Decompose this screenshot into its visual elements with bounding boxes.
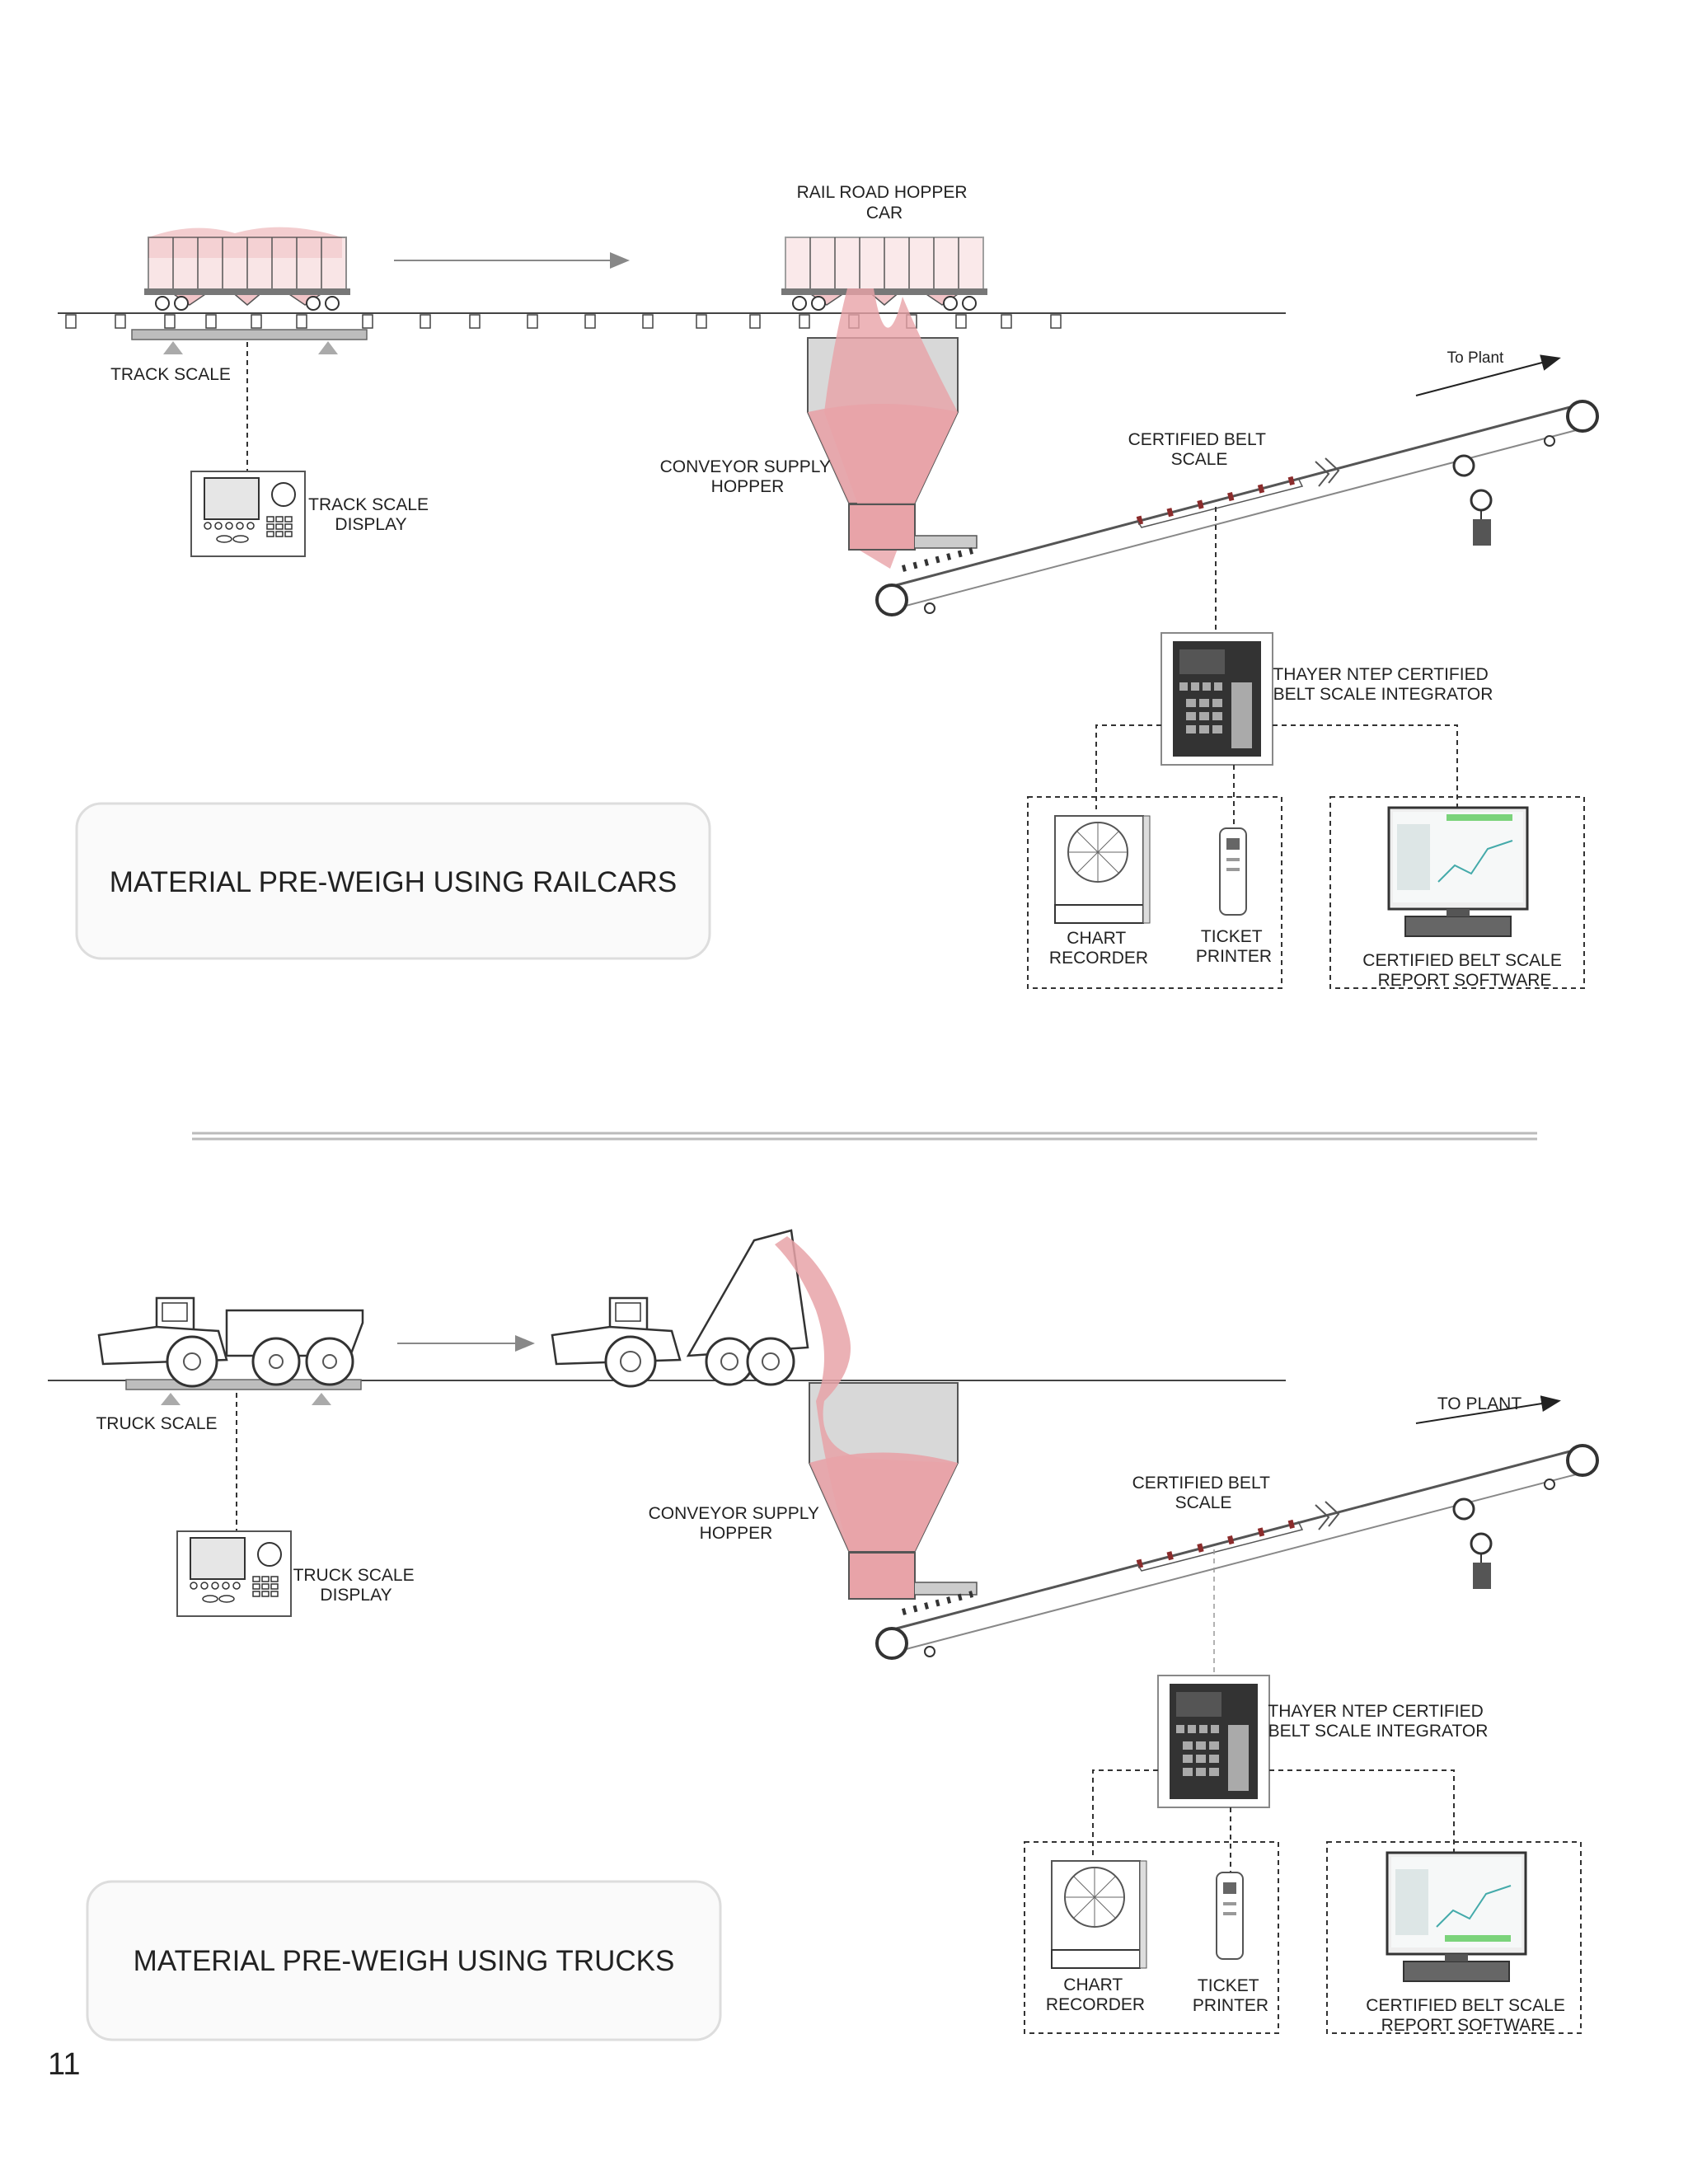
truck-scale-platform: [125, 1379, 362, 1531]
truck-chart-recorder-label: CHART RECORDER: [1046, 1975, 1145, 2014]
integrator-label: THAYER NTEP CERTIFIED BELT SCALE INTEGRA…: [1273, 665, 1493, 704]
rail-tie: [642, 314, 654, 329]
recorder-printer-group: [1027, 796, 1282, 989]
rail-tie: [205, 314, 217, 329]
chart-recorder: [1054, 815, 1151, 924]
railcars-title-box: [75, 802, 711, 960]
railcar-section: RAIL ROAD HOPPER CAR CONVEYOR SUPPLY HOP…: [58, 183, 1599, 990]
truck-section: TRUCK SCALE: [48, 1229, 1599, 2041]
chart-recorder-label: CHART RECORDER: [1049, 929, 1148, 968]
rail-tie: [799, 314, 810, 329]
haul-truck-loaded: [97, 1296, 364, 1388]
truck-chart-recorder: [1051, 1860, 1147, 1969]
conveyor-belt: [875, 354, 1599, 616]
track-scale-label: TRACK SCALE: [110, 365, 231, 384]
report-software-monitor: [1387, 806, 1529, 937]
software-group: [1329, 796, 1585, 989]
trucks-title-box: [86, 1880, 722, 2041]
rail-tie: [1050, 314, 1062, 329]
rail-tie: [115, 314, 126, 329]
software-label: CERTIFIED BELT SCALE REPORT SOFTWARE: [1362, 951, 1566, 990]
truck-scale-label: TRUCK SCALE: [96, 1414, 217, 1433]
trucks-title: MATERIAL PRE-WEIGH USING TRUCKS: [134, 1945, 675, 1977]
truck-recorder-printer-group: [1024, 1841, 1279, 2034]
rail-tie: [584, 314, 596, 329]
track-scale-platform: [131, 329, 368, 471]
truck-to-plant-label: TO PLANT: [1437, 1394, 1522, 1413]
conveyor-supply-hopper: [807, 288, 978, 569]
railcar-loaded: [144, 227, 350, 311]
rail-tie: [251, 314, 262, 329]
page-number: 11: [48, 2047, 80, 2082]
truck-conveyor-hopper-label: CONVEYOR SUPPLY HOPPER: [649, 1504, 824, 1543]
railcar-unloading: [781, 237, 987, 311]
truck-conveyor-belt: [875, 1395, 1599, 1660]
truck-report-software-monitor: [1386, 1851, 1527, 1982]
belt-scale-integrator: [1160, 632, 1273, 766]
rail-tie: [527, 314, 538, 329]
hopper-car-label: RAIL ROAD HOPPER CAR: [797, 183, 973, 223]
belt-scale-label: CERTIFIED BELT SCALE: [1128, 430, 1271, 469]
ticket-printer-label: TICKET PRINTER: [1196, 927, 1272, 966]
rail-tie: [955, 314, 967, 329]
truck-ticket-printer-label: TICKET PRINTER: [1193, 1976, 1268, 2015]
rail-tie: [420, 314, 431, 329]
truck-ticket-printer: [1216, 1872, 1244, 1960]
railcars-title: MATERIAL PRE-WEIGH USING RAILCARS: [110, 866, 677, 898]
truck-software-group: [1326, 1841, 1582, 2034]
truck-conveyor-supply-hopper: [775, 1236, 978, 1600]
truck-integrator-label: THAYER NTEP CERTIFIED BELT SCALE INTEGRA…: [1268, 1702, 1488, 1741]
rail-tie: [164, 314, 176, 329]
truck-scale-display: [176, 1530, 292, 1617]
rail-tie: [696, 314, 707, 329]
track-scale-display-label: TRACK SCALE DISPLAY: [308, 495, 434, 534]
rail-tie: [749, 314, 761, 329]
rail-track: [58, 312, 1286, 329]
section-divider: [192, 1132, 1537, 1141]
rail-tie: [1001, 314, 1012, 329]
rail-tie: [469, 314, 481, 329]
rail-tie: [296, 314, 307, 329]
rail-tie: [362, 314, 373, 329]
ticket-printer: [1219, 827, 1247, 916]
conveyor-hopper-label: CONVEYOR SUPPLY HOPPER: [660, 457, 836, 496]
track-scale-display: [190, 471, 306, 557]
to-plant-label: To Plant: [1447, 349, 1504, 367]
rail-tie: [65, 314, 77, 329]
truck-belt-scale-label: CERTIFIED BELT SCALE: [1132, 1474, 1275, 1512]
truck-software-label: CERTIFIED BELT SCALE REPORT SOFTWARE: [1366, 1996, 1569, 2035]
truck-scale-display-label: TRUCK SCALE DISPLAY: [293, 1566, 420, 1605]
truck-belt-scale-integrator: [1157, 1675, 1270, 1808]
haul-truck-dumping: [551, 1229, 809, 1388]
